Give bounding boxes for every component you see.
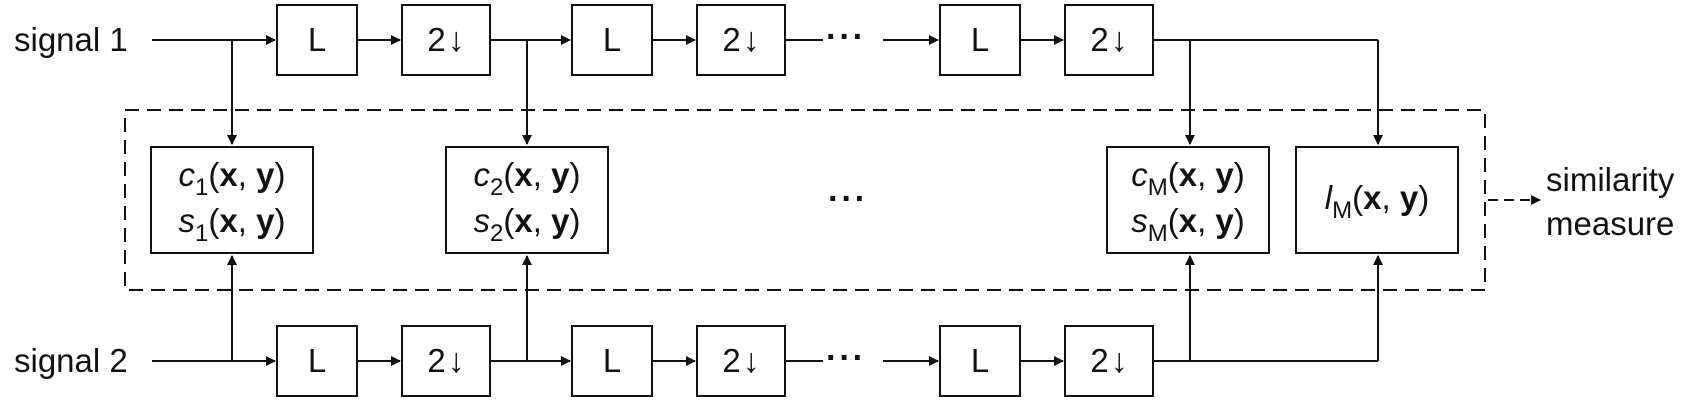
- lowpass-filter-block: L: [939, 325, 1021, 397]
- lowpass-filter-block: L: [276, 4, 358, 76]
- downsample-block: 2↓: [401, 325, 491, 397]
- down-arrow-icon: ↓: [742, 20, 760, 59]
- lowpass-filter-block: L: [276, 325, 358, 397]
- downsample-factor: 2: [427, 342, 446, 379]
- lowpass-filter-block: L: [939, 4, 1021, 76]
- lowpass-label: L: [602, 21, 622, 58]
- contrast-term: c2(x, y): [473, 156, 581, 201]
- down-arrow-icon: ↓: [447, 341, 465, 380]
- output-line-2: measure: [1546, 205, 1675, 242]
- luminance-term: lM(x, y): [1324, 179, 1430, 224]
- bottom-chain-ellipsis: ···: [826, 339, 866, 377]
- down-arrow-icon: ↓: [742, 341, 760, 380]
- signal-2-label: signal 2: [14, 342, 128, 379]
- downsample-block: 2↓: [696, 325, 786, 397]
- contrast-term: cM(x, y): [1131, 156, 1245, 201]
- scale-1-metric-box: c1(x, y) s1(x, y): [150, 146, 314, 254]
- output-line-1: similarity: [1546, 161, 1675, 198]
- lowpass-label: L: [602, 342, 622, 379]
- downsample-block: 2↓: [696, 4, 786, 76]
- downsample-block: 2↓: [1064, 4, 1154, 76]
- down-arrow-icon: ↓: [1110, 20, 1128, 59]
- luminance-metric-box: lM(x, y): [1295, 146, 1459, 254]
- structure-term: s1(x, y): [178, 202, 286, 247]
- lowpass-label: L: [307, 21, 327, 58]
- downsample-factor: 2: [722, 342, 741, 379]
- downsample-factor: 2: [1090, 342, 1109, 379]
- metrics-ellipsis: ···: [828, 180, 868, 218]
- scale-2-metric-box: c2(x, y) s2(x, y): [445, 146, 609, 254]
- lowpass-filter-block: L: [571, 325, 653, 397]
- similarity-measure-label: similarity measure: [1546, 158, 1674, 246]
- contrast-term: c1(x, y): [178, 156, 286, 201]
- downsample-block: 2↓: [401, 4, 491, 76]
- structure-term: sM(x, y): [1131, 202, 1245, 247]
- structure-term: s2(x, y): [473, 202, 581, 247]
- downsample-factor: 2: [427, 21, 446, 58]
- downsample-factor: 2: [1090, 21, 1109, 58]
- lowpass-label: L: [307, 342, 327, 379]
- downsample-factor: 2: [722, 21, 741, 58]
- down-arrow-icon: ↓: [447, 20, 465, 59]
- signal-1-label: signal 1: [14, 21, 128, 58]
- lowpass-label: L: [970, 342, 990, 379]
- comparison-region: [124, 109, 1486, 291]
- lowpass-filter-block: L: [571, 4, 653, 76]
- downsample-block: 2↓: [1064, 325, 1154, 397]
- down-arrow-icon: ↓: [1110, 341, 1128, 380]
- scale-M-metric-box: cM(x, y) sM(x, y): [1106, 146, 1270, 254]
- top-chain-ellipsis: ···: [826, 18, 866, 56]
- lowpass-label: L: [970, 21, 990, 58]
